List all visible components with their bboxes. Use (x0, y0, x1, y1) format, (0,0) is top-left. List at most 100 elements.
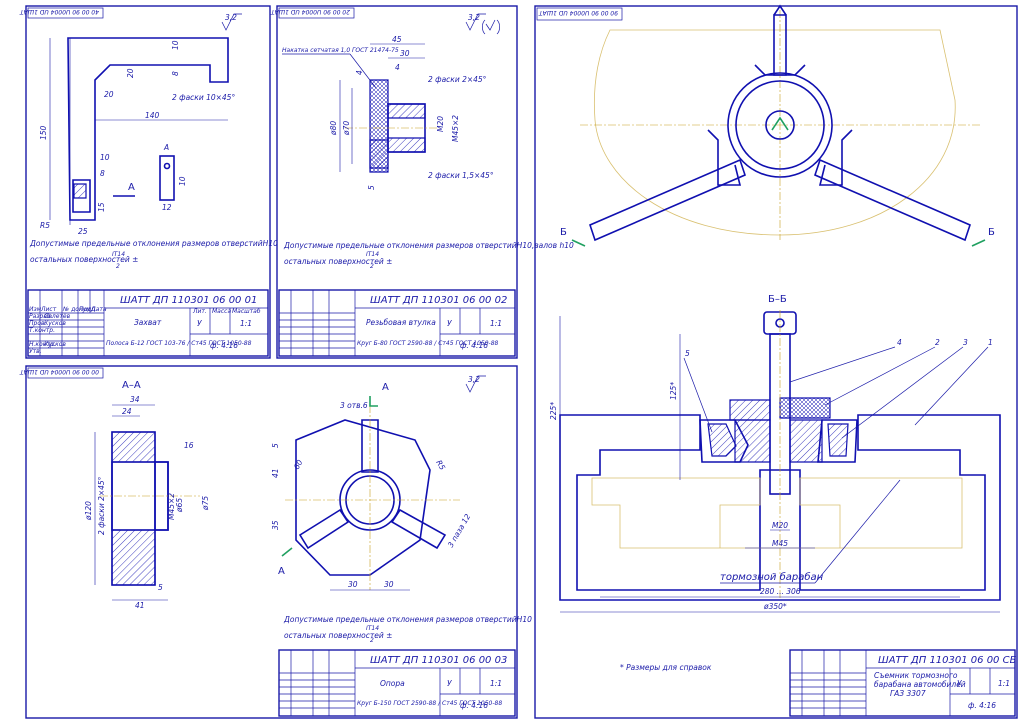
format-4: ф. 4:16 (968, 701, 996, 710)
dim-5-side: 5 (271, 443, 280, 448)
dim-225: 225* (549, 402, 558, 420)
dim-r5-3: R5 (434, 459, 447, 472)
dim-34: 34 (130, 395, 140, 404)
arm-left (589, 158, 746, 242)
sheet-1-frame (25, 5, 271, 359)
lit-4: У (957, 679, 962, 688)
assembly-top-view: Б Б (560, 4, 995, 247)
sheet-4-assembly: 90 00 90 U0004 UD 1ШАТ Б Б Б–Б (534, 4, 1018, 719)
dim-10: 10 (171, 40, 180, 50)
section-aa-title: А–А (122, 380, 141, 391)
tol-frac-bot-3: 2 (370, 637, 374, 644)
tolerance-3-line-1: Допустимые предельные отклонения размеро… (283, 615, 532, 624)
dim-3-holes: 3 отв.6 (340, 401, 368, 410)
tol-frac-bot-2: 2 (370, 263, 374, 270)
title-block-2: ШАТТ ДП 110301 06 00 02 Резьбовая втулка… (278, 289, 516, 357)
dim-d350: ø350* (763, 602, 787, 611)
part-name-4a: Съемник тормозного (874, 671, 958, 680)
dim-280-306: 280 ... 306 (760, 587, 801, 596)
roughness-icon (465, 13, 486, 31)
dim-16: 16 (184, 441, 194, 450)
role-3: Т.контр. (29, 327, 55, 334)
bushing-top-wall (387, 103, 426, 119)
material-3: Круг Б-150 ГОСТ 2590-88 / Ст45 ГОСТ 1050… (357, 700, 502, 707)
dim-10-b: 10 (100, 153, 110, 162)
col-izm-1: Изм (29, 306, 42, 313)
sheet-4-frame (534, 5, 1018, 719)
tolerance-line-1: Допустимые предельные отклонения размеро… (29, 239, 278, 248)
dim-45: 45 (392, 35, 402, 44)
dim-chamfer: 2 фаски 10×45° (172, 93, 235, 102)
hub-outer (727, 72, 833, 178)
sheet-3-opora: 00 00 90 U0004 UD 1ШАТ 3,2 А–А 34 24 16 … (19, 365, 532, 719)
assembly-section: 225* 125* M20 M45 280 ... 306 ø350* торм… (549, 310, 1001, 613)
arm-right (814, 158, 971, 242)
dim-5: 5 (367, 185, 376, 190)
material-2: Круг Б-80 ГОСТ 2590-88 / Ст45 ГОСТ 1050-… (357, 340, 499, 347)
dim-125: 125* (669, 382, 678, 400)
role-1: Разраб. (29, 313, 53, 320)
scale-4: 1:1 (998, 679, 1010, 688)
cut-b-left: Б (560, 227, 567, 238)
hook-left (699, 419, 749, 463)
mass-col-1: Масса (212, 308, 231, 315)
part-name-2: Резьбовая втулка (366, 318, 436, 327)
tolerance-line-2: остальных поверхностей ± (30, 255, 138, 264)
dim-d65: ø65 (175, 498, 184, 513)
dim-chamfer-3: 2 фаски 2×45° (97, 476, 106, 535)
dim-d80: ø80 (329, 121, 338, 136)
dim-35: 35 (271, 520, 280, 530)
title-block-4: ШАТТ ДП 110301 06 00 СБ Съемник тормозно… (789, 649, 1017, 717)
title-code-1: ШАТТ ДП 110301 06 00 01 (120, 295, 257, 306)
dim-140: 140 (145, 111, 160, 120)
cut-b-right: Б (988, 227, 995, 238)
dim-20-b: 20 (126, 68, 135, 78)
reference-note: * Размеры для справок (620, 663, 712, 672)
role-4: Н.контр. (29, 341, 56, 348)
zahvat-outline (67, 37, 229, 221)
dim-20-a: 20 (104, 90, 114, 99)
tolerance-2-line-1: Допустимые предельные отклонения размеро… (283, 241, 574, 250)
title-code-4: ШАТТ ДП 110301 06 00 СБ (878, 655, 1017, 666)
sheet-3-frame (25, 365, 518, 719)
view-a-mark: А (128, 182, 135, 193)
hook-right (817, 419, 858, 463)
drum-envelope (594, 29, 956, 236)
title-block-3: ШАТТ ДП 110301 06 00 03 Опора Круг Б-150… (278, 649, 516, 717)
col-date-1: Дата (90, 306, 107, 313)
name-1: Селетёв (44, 313, 71, 320)
dim-3-slots: 3 паза 12 (446, 512, 472, 549)
part-name-4b: барабана автомобилей (874, 680, 966, 689)
sheet-1-roughness: 3,2 (225, 13, 237, 22)
sheet-1-stamp: 40 00 90 U0004 UD 1ШАТ (19, 8, 99, 15)
dim-150: 150 (39, 125, 48, 140)
material-1: Полоса Б-12 ГОСТ 103-76 / Ст45 ГОСТ 1050… (106, 340, 252, 347)
dim-30: 30 (400, 49, 410, 58)
scale-2: 1:1 (490, 319, 502, 328)
sheet-1-stamp-box (27, 7, 104, 19)
tolerance-2-line-2: остальных поверхностей ± (284, 257, 392, 266)
sheet-2-stamp: 20 00 90 U0004 UD 1ШАТ (270, 8, 350, 15)
roughness-icon (221, 13, 242, 31)
dim-24: 24 (122, 407, 132, 416)
pos-2: 2 (935, 338, 940, 347)
sheet-4-stamp: 90 00 90 U0004 UD 1ШАТ (538, 9, 618, 16)
scale-col-1: Масштаб (232, 308, 261, 315)
dim-chamfer-15: 2 фаски 1,5×45° (428, 171, 494, 180)
part-name-4c: ГАЗ 3307 (890, 689, 926, 698)
tolerance-3-line-2: остальных поверхностей ± (284, 631, 392, 640)
support-section (734, 419, 771, 463)
sheet-1-zahvat: 40 00 90 U0004 UD 1ШАТ 3,2 150 140 2 фас… (19, 5, 278, 359)
scale-3: 1:1 (490, 679, 502, 688)
scale-1: 1:1 (240, 319, 252, 328)
dim-d70: ø70 (342, 121, 351, 136)
part-name-3: Опора (380, 679, 405, 688)
name-4: Кусков (44, 341, 66, 348)
col-list-1: Лист (40, 306, 57, 313)
view-a-title: А (163, 143, 169, 152)
dim-m45-3: M45×2 (167, 493, 176, 520)
dim-m20: M20 (436, 116, 445, 132)
dim-m45-asm: M45 (772, 539, 788, 548)
knurl-note: Накатка сетчатая 1,0 ГОСТ 21474-75 (282, 47, 399, 54)
lit-3: У (447, 679, 452, 688)
